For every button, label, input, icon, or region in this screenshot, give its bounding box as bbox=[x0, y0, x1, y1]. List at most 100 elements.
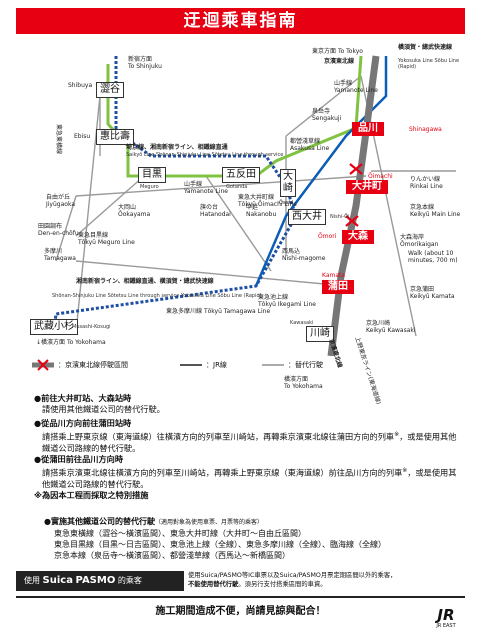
label-tokyu-tamagawa: 東急多摩川線 Tōkyū Tamagawa Line bbox=[166, 308, 271, 315]
note-3-body: 請搭乘京濱東北線往橫濱方向的列車至川崎站，再轉乘上野東京線（東海道線）前往品川方… bbox=[42, 467, 403, 478]
line-tokyu-ikegami bbox=[205, 175, 272, 272]
label-oimachi-en: Ōimachi bbox=[368, 173, 393, 180]
label-musashi-kosugi-en: Musashi-Kosugi bbox=[72, 324, 111, 330]
note-3-sup: ※ bbox=[402, 467, 408, 474]
alt-line-1: 東急東橫線（澀谷～橫濱區間）、東急大井町線（大井町～自由丘區間） bbox=[54, 529, 306, 538]
suica-logo: Suica bbox=[42, 575, 73, 586]
station-kamata: 蒲田 bbox=[322, 280, 354, 294]
alt-line-2: 東急目黒線（目黒～日吉區間）、東急池上線（全線）、東急多摩川線（全線）、臨海線（… bbox=[54, 540, 386, 549]
label-shibuya-en: Shibuya bbox=[68, 82, 93, 89]
label-osaki-en: Ōsaki bbox=[279, 200, 293, 206]
label-omori-en: Ōmori bbox=[318, 233, 337, 240]
line-tokaido bbox=[327, 55, 380, 356]
label-keihin-tohoku: 京濱東北線 bbox=[324, 58, 355, 65]
label-shonan-lower: 湘南新宿ライン、相鐵線直通、橫須賀・總武快速線 bbox=[76, 278, 214, 285]
station-shinagawa: 品川 bbox=[352, 122, 384, 136]
alt-line-3: 京急本線（泉岳寺～橫濱區間）、都營淺草線（西馬込～新橋區間） bbox=[54, 551, 290, 560]
label-yokosuka: 橫須賀・總武快速線 bbox=[398, 44, 453, 51]
payment-label: 使用 Suica PASMO 的乘客 bbox=[16, 571, 184, 591]
footer-divider bbox=[16, 596, 465, 598]
label-walk: Walk (about 10 minutes, 700 m) bbox=[408, 250, 458, 264]
line-yokosuka bbox=[254, 56, 388, 287]
station-nishi-oi: 西大井 bbox=[288, 209, 326, 225]
line-asakusa bbox=[285, 75, 362, 137]
note-1-head: ●前往大井町站、大森站時 bbox=[34, 393, 132, 403]
label-saikyo-en: Saikyō Line Shōnan-Shinjuku Line Sōtetsu… bbox=[126, 152, 284, 158]
note-3-body2: ，或是使用其他鐵道公司路線的替代行駛。 bbox=[42, 467, 457, 489]
label-shinagawa-en: Shinagawa bbox=[409, 126, 442, 133]
legend-alt: ：替代行駛 bbox=[288, 361, 323, 369]
line-tokyu-meguro bbox=[55, 195, 77, 262]
label-gotanda-en: Gotanda bbox=[226, 184, 248, 190]
payment-note-bold: 不能使用替代行駛 bbox=[188, 581, 239, 588]
station-ebisu: 惠比壽 bbox=[96, 129, 134, 145]
station-osaki: 大崎 bbox=[280, 169, 296, 197]
station-gotanda: 五反田 bbox=[222, 167, 260, 183]
station-omori: 大森 bbox=[342, 230, 374, 244]
label-kamata-en: Kamata bbox=[322, 272, 346, 279]
note-3-head: ●從蒲田前往品川方向時 bbox=[34, 454, 124, 464]
pasmo-logo: PASMO bbox=[75, 575, 116, 586]
legend-jr: ：JR線 bbox=[206, 361, 227, 369]
label-tokyo: 東京方面 To Tokyo bbox=[312, 48, 363, 55]
station-meguro: 目黒 bbox=[138, 167, 166, 183]
payment-note-2: 。須另行支付搭乘區間的車資。 bbox=[238, 581, 327, 588]
station-oimachi: 大井町 bbox=[346, 180, 388, 194]
alt-head: ●實施其他鐵道公司的替代行駛 bbox=[44, 517, 155, 526]
station-shibuya: 澀谷 bbox=[96, 82, 124, 98]
note-2-body2: ，或是使用其他鐵道公司路線的替代行駛。 bbox=[42, 431, 457, 453]
label-kawasaki-en: Kawasaki bbox=[290, 320, 314, 326]
payment-note: 使用Suica/PASMO等IC車票以及Suica/PASMO月票定期區間以外的… bbox=[188, 571, 465, 591]
note-2-head: ●從品川方向前往蒲田站時 bbox=[34, 418, 132, 428]
footnote: ※為因本工程而採取之特別措施 bbox=[34, 490, 149, 500]
label-nishi-oi-en: Nishi-Ōi bbox=[330, 214, 350, 220]
line-shonan-saikyo bbox=[52, 56, 298, 332]
footer-apology: 施工期間造成不便，尚請見諒與配合！ bbox=[155, 606, 326, 617]
note-1-body: 請使用其他鐵道公司的替代行駛。 bbox=[42, 404, 165, 414]
payment-bar: 使用 Suica PASMO 的乘客 使用Suica/PASMO等IC車票以及S… bbox=[16, 571, 465, 591]
label-saikyo: 埼京線、湘南新宿ライン、相鐵線直通 bbox=[126, 144, 228, 151]
map-legend: ：京濱東北線停駛區間 ：JR線 ：替代行駛 bbox=[30, 358, 450, 372]
label-tokyu-toyoko: 東急東橫線 bbox=[55, 124, 62, 155]
suspended-markers bbox=[345, 163, 363, 227]
alt-head-note: （適用對象為使用車票、月票等的乘客） bbox=[154, 519, 263, 526]
label-shonan-lower-en: Shōnan-Shinjuku Line Sōtetsu Line throug… bbox=[52, 293, 262, 299]
label-ebisu-en: Ebisu bbox=[74, 133, 91, 140]
station-musashi-kosugi: 武藏小杉 bbox=[30, 319, 78, 335]
payment-note-1: 使用Suica/PASMO等IC車票以及Suica/PASMO月票定期區間以外的… bbox=[188, 572, 397, 579]
alt-service-box: ●實施其他鐵道公司的替代行駛（適用對象為使用車票、月票等的乘客） 東急東橫線（澀… bbox=[44, 516, 466, 568]
note-2-sup: ※ bbox=[394, 431, 400, 438]
station-kawasaki: 川崎 bbox=[306, 326, 334, 342]
jr-east-logo: JR JR EAST bbox=[436, 606, 456, 629]
label-to-yokohama-left: ↓橫濱方面 To Yokohama bbox=[36, 339, 106, 346]
legend-suspended: ：京濱東北線停駛區間 bbox=[58, 361, 128, 369]
note-1: ●前往大井町站、大森站時 請使用其他鐵道公司的替代行駛。 bbox=[34, 393, 464, 415]
line-tokyu-tamagawa bbox=[75, 260, 347, 287]
note-2-body: 請搭乘上野東京線（東海道線）往橫濱方向的列車至川崎站，再轉乘京濱東北線往蒲田方向… bbox=[42, 431, 395, 442]
note-2: ●從品川方向前往蒲田站時 請搭乘上野東京線（東海道線）往橫濱方向的列車至川崎站，… bbox=[34, 418, 464, 454]
page-title: 迂迴乘車指南 bbox=[16, 8, 465, 34]
note-3: ●從蒲田前往品川方向時 請搭乘京濱東北線往橫濱方向的列車至川崎站，再轉乘上野東京… bbox=[34, 454, 464, 490]
